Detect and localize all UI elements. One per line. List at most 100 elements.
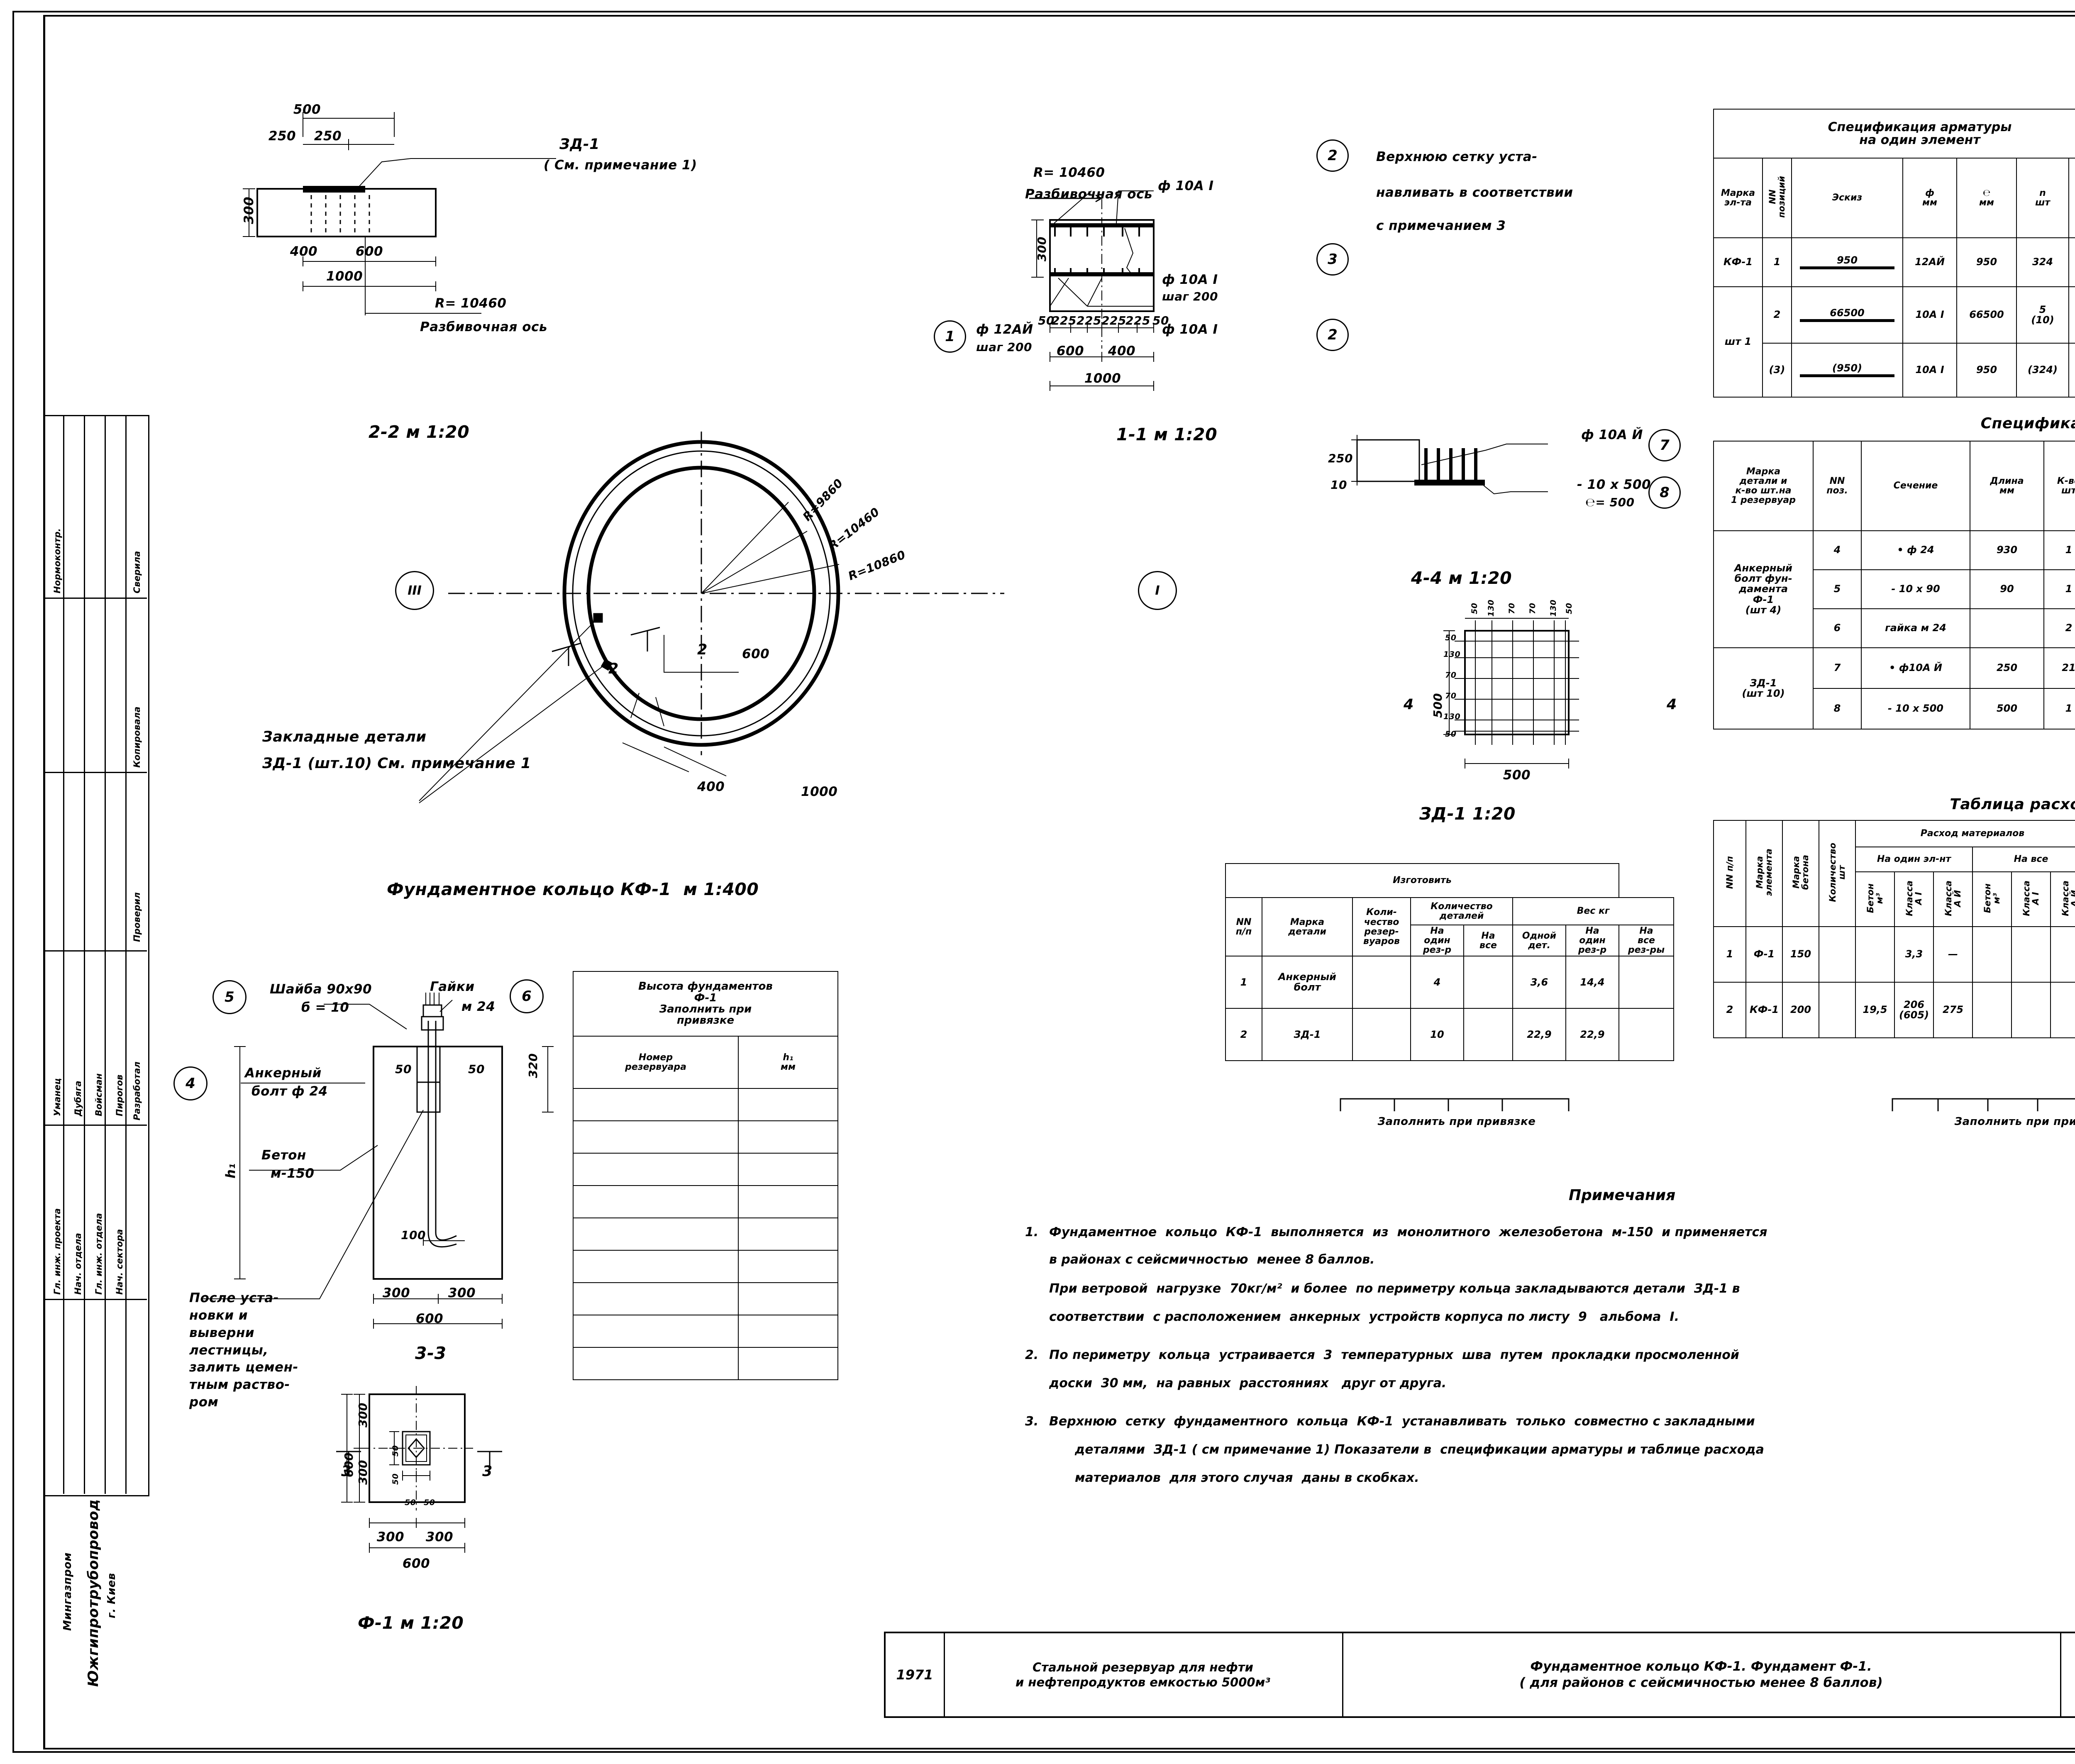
cl-r0-cnt2[interactable] bbox=[1463, 956, 1513, 1009]
heights-row-cell[interactable] bbox=[572, 1315, 739, 1348]
stamp-divider bbox=[43, 1299, 147, 1300]
rebar-row0-e: 950 bbox=[1956, 237, 2017, 287]
stamp-name-2: Войсман bbox=[94, 1073, 104, 1116]
cr-col-3: Количество шт bbox=[1819, 820, 1856, 927]
cl-col-1: Марка детали bbox=[1262, 897, 1353, 957]
cr-r0-elem: Ф-1 bbox=[1745, 926, 1783, 983]
sec11-dim-225d: 225 bbox=[1125, 314, 1150, 327]
heights-row-cell[interactable] bbox=[572, 1217, 739, 1251]
heights-row-cell[interactable] bbox=[572, 1185, 739, 1218]
sec44-pos8-label: - 10 x 500 bbox=[1577, 477, 1651, 492]
org-name: Южгипротрубопровод bbox=[85, 1499, 102, 1687]
cl-col-7: Одной дет. bbox=[1512, 924, 1566, 957]
heights-row-cell[interactable] bbox=[738, 1282, 838, 1315]
ring-section-mark-2a: 2 bbox=[608, 661, 619, 677]
cl-r1-cnt1: 10 bbox=[1410, 1008, 1464, 1061]
metal-g0-r1-pos: 5 bbox=[1813, 569, 1862, 609]
cl-r1-tanks[interactable] bbox=[1352, 1008, 1411, 1061]
cr-r1-b1[interactable] bbox=[2011, 982, 2051, 1038]
cr-r1-elem: КФ-1 bbox=[1745, 982, 1783, 1038]
cr-r0-qty[interactable] bbox=[1819, 926, 1856, 983]
cl-r1-cnt2[interactable] bbox=[1463, 1008, 1513, 1061]
stamp-grid bbox=[43, 415, 149, 1496]
cr-r1-b2[interactable] bbox=[2050, 982, 2075, 1038]
cr-col-6: Класса А Й bbox=[1933, 871, 1973, 927]
rebar-col-0: Марка эл-та bbox=[1713, 158, 1763, 238]
sec33-concrete-grade: м-150 bbox=[271, 1166, 315, 1181]
sec11-title: 1-1 м 1:20 bbox=[1116, 425, 1218, 444]
sec44-dim-10: 10 bbox=[1330, 478, 1347, 492]
ring-leader-label-2: ЗД-1 (шт.10) См. примечание 1 bbox=[262, 755, 531, 772]
stamp-collabel-0: Разработал bbox=[132, 1061, 142, 1120]
note-2-line-0: По периметру кольца устраивается 3 темпе… bbox=[1049, 1348, 1739, 1362]
rebar-title-left: Спецификация арматуры на один элемент bbox=[1713, 109, 2075, 159]
stamp-divider bbox=[43, 1125, 147, 1126]
cr-r0-a1: 3,3 bbox=[1894, 926, 1934, 983]
metal-g0-r2-section: гайка м 24 bbox=[1861, 608, 1970, 648]
cl-r0-tanks[interactable] bbox=[1352, 956, 1411, 1009]
cr-r1-beton2[interactable] bbox=[1972, 982, 2012, 1038]
heights-row-cell[interactable] bbox=[738, 1250, 838, 1283]
metal-col-0: Марка детали и к-во шт.на 1 резервуар bbox=[1713, 441, 1814, 531]
heights-row-cell[interactable] bbox=[738, 1315, 838, 1348]
heights-row-cell[interactable] bbox=[738, 1217, 838, 1251]
sec33-dim-300b: 300 bbox=[448, 1286, 476, 1300]
cl-r0-w3[interactable] bbox=[1618, 956, 1674, 1009]
cr-col-9: Класса А Й bbox=[2050, 871, 2075, 927]
metal-g0-r1-section: - 10 x 90 bbox=[1861, 569, 1970, 609]
metal-col-4: К-во шт bbox=[2043, 441, 2075, 531]
cl-r0-n: 1 bbox=[1225, 956, 1262, 1009]
metal-g1-r1-section: - 10 x 500 bbox=[1861, 688, 1970, 730]
cr-r0-b2[interactable] bbox=[2050, 926, 2075, 983]
cl-r0-mark: Анкерный болт bbox=[1262, 956, 1353, 1009]
heights-title-l1: Высота фундаментов bbox=[638, 980, 773, 993]
sec33-concrete-label: Бетон bbox=[261, 1148, 306, 1163]
note-1-line-1: в районах с сейсмичностью менее 8 баллов… bbox=[1049, 1252, 1375, 1267]
sec11-dim-50b: 50 bbox=[1152, 314, 1169, 327]
heights-row-cell[interactable] bbox=[572, 1088, 739, 1121]
sec22-dim-400: 400 bbox=[290, 244, 318, 259]
heights-row-cell[interactable] bbox=[572, 1250, 739, 1283]
f1-section-mark-3a: 3 bbox=[341, 1463, 352, 1480]
metal-col-3: Длина мм bbox=[1970, 441, 2044, 531]
heights-row-cell[interactable] bbox=[738, 1153, 838, 1186]
metal-g0-r2-qty: 2 bbox=[2043, 608, 2075, 648]
note-3-line-2: материалов для этого случая даны в скобк… bbox=[1075, 1471, 1419, 1485]
sec33-bolt-label: Анкерный bbox=[245, 1066, 322, 1081]
view-mark-III: III bbox=[395, 571, 434, 610]
stamp-name-3: Пирогов bbox=[115, 1074, 124, 1116]
cr-r0-beton[interactable] bbox=[1855, 926, 1895, 983]
cr-r0-b1[interactable] bbox=[2011, 926, 2051, 983]
note-2-number: 2. bbox=[1025, 1348, 1039, 1362]
rebar-row2-e: 950 bbox=[1956, 343, 2017, 398]
cl-r0-cnt1: 4 bbox=[1410, 956, 1464, 1009]
sec11-dim-225a: 225 bbox=[1052, 314, 1077, 327]
heights-title-l2: Ф-1 bbox=[694, 991, 717, 1004]
heights-row-cell[interactable] bbox=[738, 1088, 838, 1121]
zd1-section-mark-4b: 4 bbox=[1404, 696, 1414, 713]
rebar-col-4: ℮ мм bbox=[1956, 158, 2017, 238]
note-3-line-1: деталями ЗД-1 ( см примечание 1) Показат… bbox=[1075, 1442, 1764, 1457]
consumption-left-table: Изготовить NN п/п Марка детали Коли- чес… bbox=[1225, 863, 1674, 1061]
heights-table-title: Высота фундаментов Ф-1 Заполнить при при… bbox=[573, 971, 838, 1037]
heights-row-cell[interactable] bbox=[738, 1120, 838, 1154]
rebar-title-left-l1: Спецификация арматуры bbox=[1828, 120, 2012, 134]
tb-year: 1971 bbox=[896, 1667, 933, 1683]
cr-r0-beton2[interactable] bbox=[1972, 926, 2012, 983]
metal-g0-r0-len: 930 bbox=[1970, 530, 2044, 570]
heights-row-cell[interactable] bbox=[572, 1120, 739, 1154]
metal-g1-r1-qty: 1 bbox=[2043, 688, 2075, 730]
heights-row-cell[interactable] bbox=[572, 1153, 739, 1186]
cr-col-3-text: Количество шт bbox=[1827, 843, 1847, 902]
heights-row-cell[interactable] bbox=[738, 1185, 838, 1218]
sec33-dim-h1: h₁ bbox=[223, 1163, 238, 1178]
note-3-line-0: Верхнюю сетку фундаментного кольца КФ-1 … bbox=[1049, 1414, 1755, 1429]
section-2-2-drawing bbox=[243, 112, 556, 315]
cr-r1-qty[interactable] bbox=[1819, 982, 1856, 1038]
sec33-note: После уста- новки и выверни лестницы, за… bbox=[189, 1291, 298, 1410]
heights-row-cell[interactable] bbox=[572, 1282, 739, 1315]
sec11-radius: R= 10460 bbox=[1033, 165, 1105, 180]
cl-r1-w3[interactable] bbox=[1618, 1008, 1674, 1061]
heights-row-cell[interactable] bbox=[738, 1347, 838, 1380]
heights-row-cell[interactable] bbox=[572, 1347, 739, 1380]
